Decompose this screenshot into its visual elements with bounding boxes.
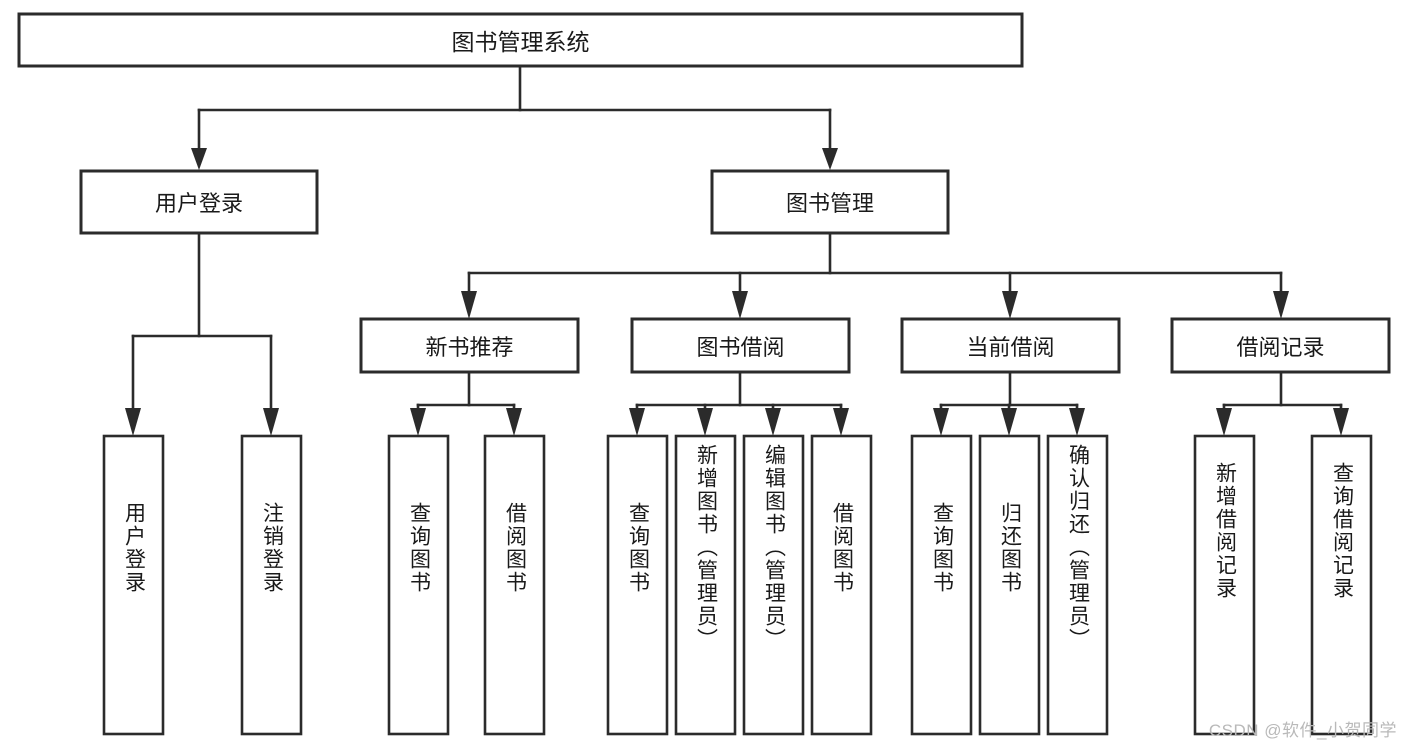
connector-group-book-management: [461, 232, 1289, 319]
arrow-bm-to-new-book: [461, 291, 477, 319]
node-box-leaf-add-record[interactable]: [1193, 434, 1256, 736]
node-box-root[interactable]: [17, 12, 1024, 68]
node-box-leaf-add-book[interactable]: [674, 434, 737, 736]
node-box-book-management[interactable]: [710, 169, 950, 235]
node-box-leaf-query-book-1[interactable]: [387, 434, 450, 736]
arrow-br-to-leaf2: [1333, 408, 1349, 436]
arrow-ul-to-leaf1: [125, 408, 141, 436]
node-box-leaf-confirm-return[interactable]: [1046, 434, 1109, 736]
csdn-watermark: CSDN @软件_小贺同学: [1208, 721, 1397, 740]
connector-group-user-login: [125, 232, 279, 436]
node-box-leaf-return-book[interactable]: [978, 434, 1041, 736]
arrow-cb-to-leaf3: [1069, 408, 1085, 436]
node-box-user-login[interactable]: [79, 169, 319, 235]
arrow-root-to-user-login: [191, 148, 207, 170]
node-box-leaf-borrow-book-1[interactable]: [483, 434, 546, 736]
arrow-bb-to-leaf4: [833, 408, 849, 436]
arrow-ul-to-leaf2: [263, 408, 279, 436]
node-box-leaf-query-record[interactable]: [1310, 434, 1373, 736]
arrow-nb-to-leaf2: [506, 408, 522, 436]
node-box-leaf-user-login[interactable]: [102, 434, 165, 736]
node-box-leaf-query-book-3[interactable]: [910, 434, 973, 736]
arrow-cb-to-leaf1: [933, 408, 949, 436]
node-box-leaf-edit-book[interactable]: [742, 434, 805, 736]
arrow-nb-to-leaf1: [410, 408, 426, 436]
node-box-leaf-user-logout[interactable]: [240, 434, 303, 736]
connector-group-current-borrow: [933, 370, 1085, 436]
node-box-book-borrow[interactable]: [630, 317, 851, 374]
arrow-bm-to-borrow-record: [1273, 291, 1289, 319]
node-box-current-borrow[interactable]: [900, 317, 1121, 374]
arrow-bb-to-leaf2: [697, 408, 713, 436]
connector-group-book-borrow: [629, 370, 849, 436]
arrow-br-to-leaf1: [1216, 408, 1232, 436]
arrow-bm-to-current-borrow: [1002, 291, 1018, 319]
node-box-new-book-recommend[interactable]: [359, 317, 580, 374]
arrow-bb-to-leaf3: [765, 408, 781, 436]
connector-group-borrow-record: [1216, 370, 1349, 436]
arrow-bm-to-book-borrow: [732, 291, 748, 319]
node-box-borrow-record[interactable]: [1170, 317, 1391, 374]
connector-group-new-book-recommend: [410, 370, 522, 436]
arrow-root-to-book-management: [822, 148, 838, 170]
node-box-leaf-borrow-book-2[interactable]: [810, 434, 873, 736]
arrow-bb-to-leaf1: [629, 408, 645, 436]
arrow-cb-to-leaf2: [1001, 408, 1017, 436]
node-box-leaf-query-book-2[interactable]: [606, 434, 669, 736]
connector-group-root: [191, 65, 838, 170]
